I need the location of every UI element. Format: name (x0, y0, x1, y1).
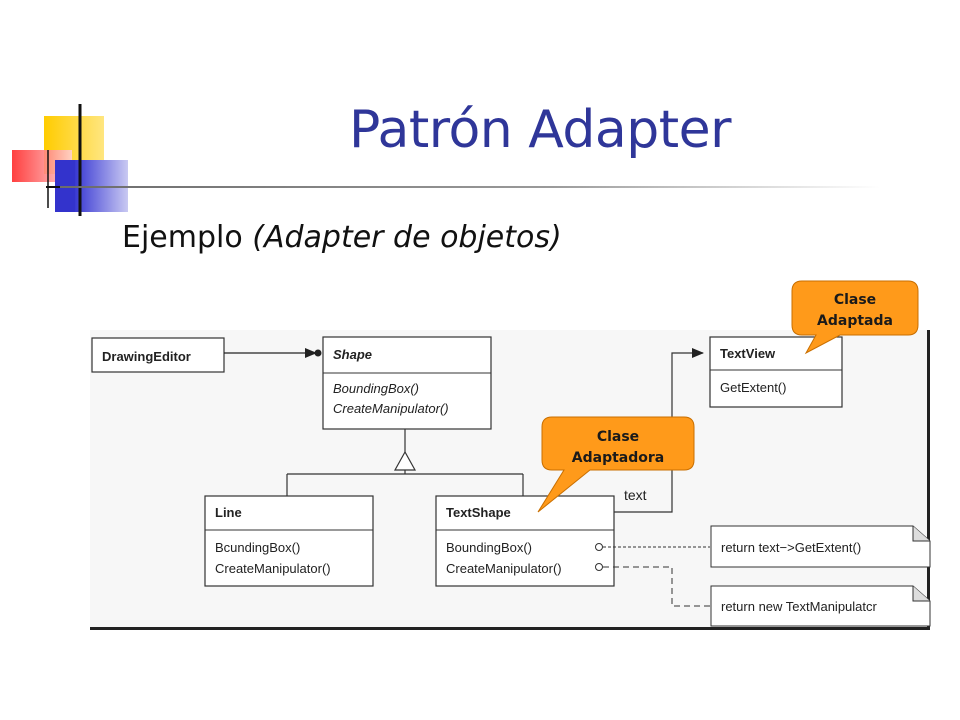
note-link-2 (603, 566, 710, 607)
line-op-boundingbox: BcundingBox() (215, 540, 300, 555)
inheritance-triangle (393, 450, 417, 471)
textshape-op-boundingbox: BoundingBox() (446, 540, 532, 555)
inheritance-lines (286, 429, 524, 496)
shape-op-boundingbox: BoundingBox() (333, 381, 419, 396)
note-textmanipulator-text: return new TextManipulatcr (721, 599, 878, 614)
class-shape: Shape BoundingBox() CreateManipulator() (322, 336, 492, 430)
shape-name: Shape (333, 347, 372, 362)
callout-adaptadora-line2: Adaptadora (572, 450, 664, 466)
title-underline (60, 186, 880, 188)
class-textview: TextView GetExtent() (709, 336, 843, 408)
textview-name: TextView (720, 346, 776, 361)
drawing-editor-name: DrawingEditor (102, 349, 191, 364)
callout-adaptadora-line1: Clase (597, 429, 639, 445)
note-textmanipulator: return new TextManipulatcr (710, 585, 931, 627)
class-textshape: TextShape BoundingBox() CreateManipulato… (435, 495, 615, 587)
shape-op-createmanipulator: CreateManipulator() (333, 401, 449, 416)
textshape-op-createmanipulator: CreateManipulator() (446, 561, 562, 576)
class-line: Line BcundingBox() CreateManipulator() (204, 495, 374, 587)
subtitle-main: Ejemplo (122, 220, 253, 255)
line-name: Line (215, 505, 242, 520)
association-dot (314, 349, 322, 357)
line-op-createmanipulator: CreateManipulator() (215, 561, 331, 576)
slide-title: Patrón Adapter (348, 100, 732, 160)
callout-clase-adaptada: Clase Adaptada (791, 280, 919, 355)
implementation-circle-1 (595, 543, 603, 551)
note-getextent-text: return text−>GetExtent() (721, 540, 861, 555)
implementation-circle-2 (595, 563, 603, 571)
association-label-text: text (624, 487, 647, 503)
textshape-name: TextShape (446, 505, 511, 520)
callout-adaptada-line1: Clase (834, 292, 876, 308)
callout-clase-adaptadora: Clase Adaptadora (537, 416, 695, 513)
subtitle-paren: (Adapter de objetos) (252, 220, 562, 255)
slide-subtitle: Ejemplo (Adapter de objetos) (122, 220, 562, 255)
note-getextent: return text−>GetExtent() (710, 525, 931, 568)
callout-adaptada-line2: Adaptada (817, 313, 893, 329)
class-drawing-editor: DrawingEditor (91, 337, 225, 373)
textview-op-getextent: GetExtent() (720, 380, 786, 395)
